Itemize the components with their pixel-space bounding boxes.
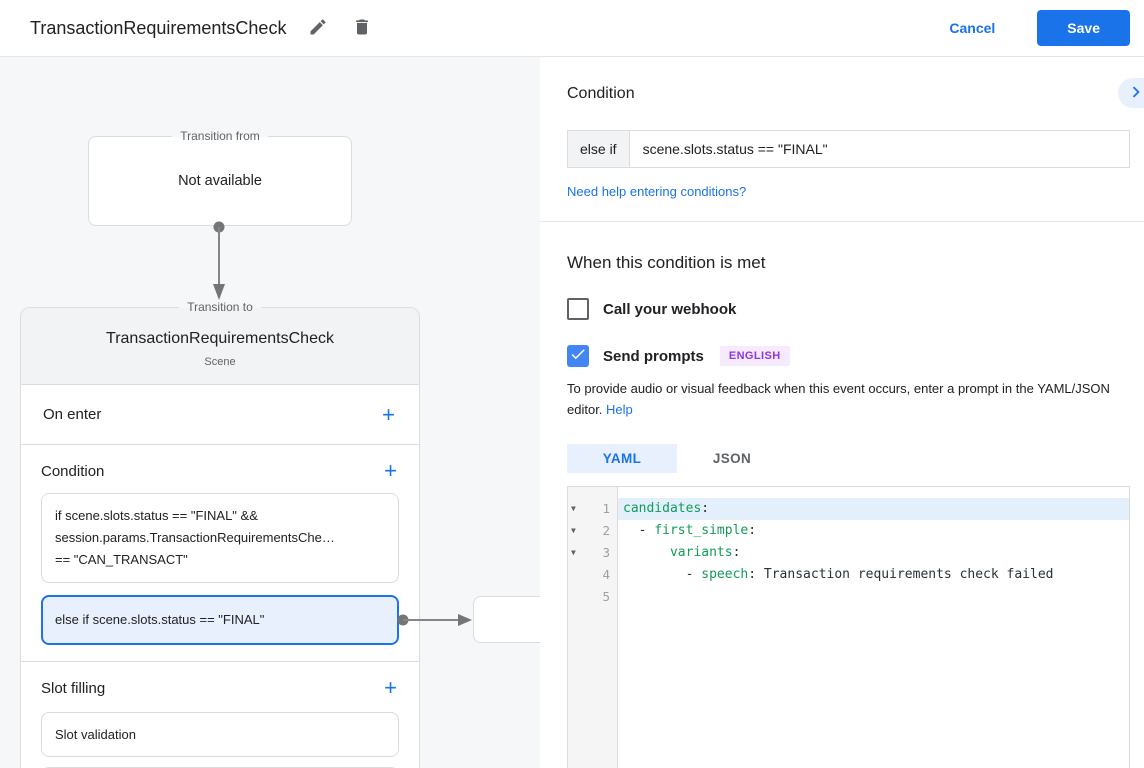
language-badge: ENGLISH [720,346,790,366]
trash-icon [352,17,372,40]
add-on-enter-button[interactable]: + [380,404,397,426]
down-arrow-connector [207,220,231,305]
prompts-description: To provide audio or visual feedback when… [567,379,1130,421]
line-number: 5 [584,589,610,604]
edit-title-button[interactable] [304,13,332,44]
page-title: TransactionRequirementsCheck [30,18,286,39]
code-line: - speech: Transaction requirements check… [618,564,1129,586]
scene-card-header[interactable]: TransactionRequirementsCheck Scene [21,308,419,385]
gutter-row: ▼ 1 [568,498,617,520]
checkmark-icon [569,345,587,368]
editor-tabs: YAML JSON [567,444,1130,473]
panel-divider [540,221,1144,222]
send-prompts-row: Send prompts ENGLISH [567,345,1130,367]
right-arrow-connector [396,608,476,632]
fold-arrow-icon[interactable]: ▼ [571,504,584,513]
delete-scene-button[interactable] [348,13,376,44]
add-slot-button[interactable]: + [382,677,399,699]
conditions-help-link[interactable]: Need help entering conditions? [567,184,746,199]
panel-title: Condition [567,85,1130,103]
when-met-title: When this condition is met [567,253,1130,273]
yaml-code-editor: ▼ 1 ▼ 2 ▼ 3 4 5 candidates: - first_sim [567,486,1130,768]
save-button[interactable]: Save [1037,10,1130,46]
condition-input-row: else if [567,130,1130,168]
top-bar: TransactionRequirementsCheck Cancel Save [0,0,1144,57]
gutter-row: 4 [568,564,617,586]
code-area[interactable]: candidates: - first_simple: variants: - … [618,487,1129,768]
description-help-link[interactable]: Help [606,402,633,417]
transition-to-legend: Transition to [179,300,261,315]
transition-target-node[interactable] [473,596,540,643]
code-line [618,586,1129,608]
cancel-button[interactable]: Cancel [933,12,1011,44]
code-line: - first_simple: [618,520,1129,542]
code-line: candidates: [618,498,1129,520]
webhook-row: Call your webhook [567,298,1130,320]
slot-card[interactable]: Slot validation [41,712,399,757]
transition-from-status: Not available [178,173,262,189]
pencil-icon [308,17,328,40]
condition-label: Condition [41,463,104,480]
slot-filling-section: Slot filling + Slot validation Transacti… [21,662,419,768]
add-condition-button[interactable]: + [382,460,399,482]
condition-expression-input[interactable] [630,130,1130,168]
scene-diagram-canvas: Transition from Not available Transition… [0,57,540,768]
gutter-row: ▼ 3 [568,542,617,564]
webhook-checkbox[interactable] [567,298,589,320]
send-prompts-label: Send prompts [603,348,704,365]
condition-prefix: else if [567,130,630,168]
tab-yaml[interactable]: YAML [567,444,677,473]
condition-card[interactable]: if scene.slots.status == "FINAL" && sess… [41,493,399,583]
transition-from-node[interactable]: Transition from Not available [88,136,352,226]
line-number: 1 [584,501,610,516]
send-prompts-checkbox[interactable] [567,345,589,367]
code-line: variants: [618,542,1129,564]
line-number: 2 [584,523,610,538]
on-enter-section: On enter + [21,385,419,445]
condition-section: Condition + if scene.slots.status == "FI… [21,445,419,662]
on-enter-label: On enter [43,406,380,423]
line-number: 3 [584,545,610,560]
scene-card-subtitle: Scene [31,356,409,368]
fold-arrow-icon[interactable]: ▼ [571,548,584,557]
gutter-row: 5 [568,586,617,608]
transition-from-legend: Transition from [172,129,268,144]
collapse-panel-button[interactable] [1118,78,1144,108]
tab-json[interactable]: JSON [677,444,787,473]
transition-to-node: Transition to TransactionRequirementsChe… [20,307,420,768]
condition-editor-panel: Condition else if Need help entering con… [540,57,1144,768]
chevron-right-icon [1125,81,1144,106]
fold-arrow-icon[interactable]: ▼ [571,526,584,535]
webhook-label: Call your webhook [603,301,736,318]
scene-card-title: TransactionRequirementsCheck [31,330,409,348]
slot-filling-label: Slot filling [41,680,105,697]
line-number: 4 [584,567,610,582]
editor-gutter: ▼ 1 ▼ 2 ▼ 3 4 5 [568,487,618,768]
condition-card-selected[interactable]: else if scene.slots.status == "FINAL" [41,595,399,645]
gutter-row: ▼ 2 [568,520,617,542]
